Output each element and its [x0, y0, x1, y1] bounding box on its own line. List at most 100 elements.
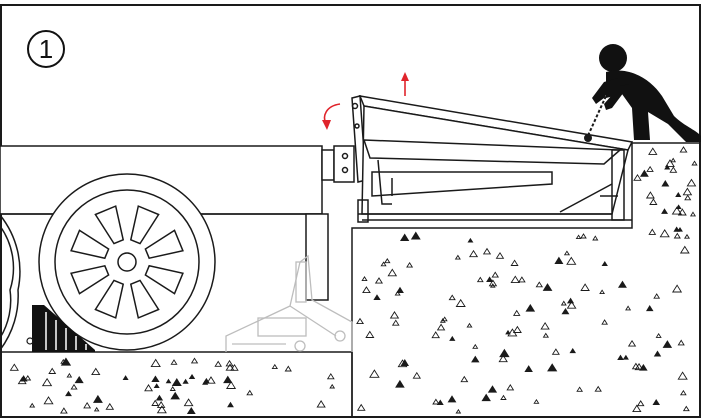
concrete-speck — [432, 398, 440, 405]
concrete-speck — [491, 271, 500, 278]
concrete-speck — [599, 289, 606, 295]
concrete-speck — [542, 332, 550, 338]
concrete-speck — [284, 365, 292, 372]
concrete-speck — [65, 390, 72, 397]
concrete-speck — [455, 298, 466, 307]
concrete-speck — [505, 329, 511, 335]
concrete-speck — [563, 250, 571, 256]
concrete-speck — [60, 357, 72, 366]
concrete-speck — [60, 358, 67, 364]
concrete-speck — [632, 404, 642, 413]
concrete-speck — [686, 178, 697, 187]
concrete-speck — [677, 339, 685, 346]
concrete-speck — [675, 192, 682, 197]
concrete-speck — [580, 283, 590, 291]
concrete-speck — [374, 277, 384, 284]
concrete-speck — [560, 300, 567, 306]
concrete-speck — [29, 402, 36, 408]
concrete-speck — [361, 276, 368, 282]
concrete-speck — [171, 378, 182, 387]
concrete-speck — [384, 258, 391, 264]
concrete-speck — [646, 305, 654, 312]
concrete-speck — [48, 367, 57, 374]
concrete-speck — [93, 406, 100, 412]
concrete-speck — [659, 229, 670, 238]
wheel-spoke — [94, 205, 125, 245]
concrete-speck — [499, 348, 510, 358]
step-number: 1 — [38, 34, 54, 64]
concrete-speck — [566, 297, 575, 304]
wheel-spoke — [144, 229, 184, 260]
concrete-speck — [431, 331, 441, 339]
concrete-speck — [569, 347, 577, 354]
concrete-speck — [664, 164, 671, 170]
concrete-speck — [634, 362, 644, 371]
wheel-spoke — [129, 279, 160, 319]
concrete-speck — [412, 371, 422, 379]
concrete-speck — [190, 357, 199, 364]
concrete-speck — [387, 268, 398, 277]
concrete-speck — [673, 232, 681, 239]
concrete-speck — [170, 391, 181, 400]
concrete-speck — [165, 378, 172, 384]
concrete-speck — [561, 307, 570, 315]
concrete-speck — [617, 354, 624, 360]
concrete-speck — [447, 395, 457, 403]
concrete-speck — [662, 340, 673, 348]
concrete-speck — [227, 401, 234, 408]
concrete-speck — [639, 169, 649, 177]
concrete-speck — [691, 160, 698, 166]
concrete-speck — [566, 300, 577, 309]
concrete-speck — [395, 379, 405, 388]
concrete-speck — [535, 281, 544, 288]
concrete-speck — [214, 360, 223, 367]
concrete-speck — [400, 359, 409, 366]
concrete-speck — [592, 235, 599, 241]
concrete-speck — [186, 407, 196, 415]
concrete-speck — [594, 385, 602, 392]
concrete-speck — [394, 290, 401, 296]
concrete-speck — [59, 407, 68, 414]
concrete-speck — [622, 354, 629, 360]
concrete-speck — [449, 335, 456, 341]
concrete-speck — [488, 279, 498, 287]
concrete-speck — [396, 286, 404, 293]
concrete-speck — [554, 256, 564, 264]
concrete-speck — [617, 280, 627, 288]
concrete-speck — [500, 394, 507, 400]
concrete-speck — [512, 325, 522, 333]
concrete-speck — [70, 383, 78, 390]
concrete-speck — [653, 350, 662, 357]
concrete-speck — [518, 276, 526, 283]
concrete-texture — [9, 146, 698, 415]
dock-leveler — [351, 95, 634, 223]
concrete-speck — [441, 316, 448, 322]
concrete-speck — [648, 228, 657, 235]
concrete-speck — [91, 367, 101, 376]
concrete-speck — [482, 247, 492, 255]
concrete-speck — [188, 373, 196, 380]
concrete-speck — [43, 396, 54, 405]
concrete-speck — [151, 399, 160, 406]
concrete-speck — [524, 365, 533, 373]
concrete-speck — [436, 323, 446, 331]
concrete-speck — [533, 398, 540, 404]
concrete-speck — [566, 256, 577, 265]
concrete-speck — [326, 372, 335, 380]
concrete-speck — [669, 166, 678, 173]
concrete-speck — [682, 405, 690, 412]
wheel-spoke — [94, 279, 125, 319]
concrete-speck — [151, 375, 160, 383]
concrete-speck — [655, 332, 662, 338]
concrete-speck — [225, 363, 235, 371]
wheel-spoke — [70, 264, 110, 295]
concrete-speck — [601, 261, 608, 267]
wheel-spoke — [144, 264, 184, 295]
concrete-speck — [271, 363, 279, 370]
concrete-speck — [391, 319, 400, 326]
concrete-speck — [684, 194, 692, 201]
concrete-speck — [476, 276, 484, 283]
concrete-speck — [625, 305, 632, 311]
concrete-speck — [389, 311, 400, 319]
